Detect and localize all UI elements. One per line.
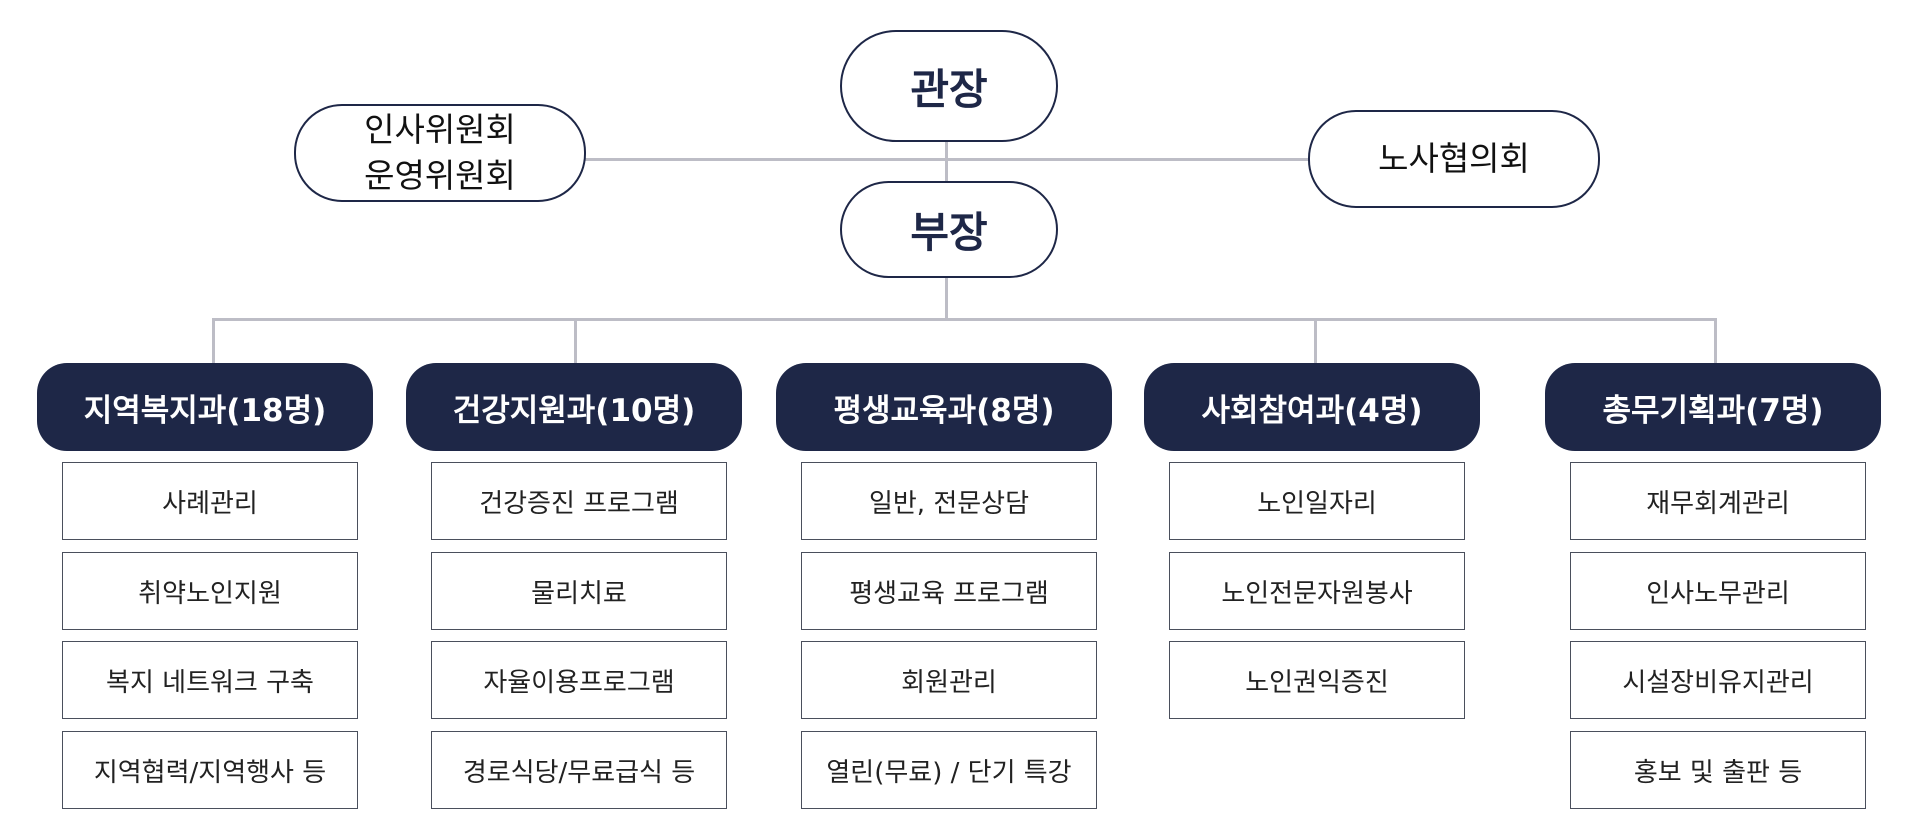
department-2: 건강지원과(10명): [406, 363, 742, 451]
task-box: 노인권익증진: [1169, 641, 1465, 719]
task-box: 일반, 전문상담: [801, 462, 1097, 540]
task-box: 취약노인지원: [62, 552, 358, 630]
department-label: 사회참여과(4명): [1201, 392, 1423, 429]
connector-departments: [212, 318, 1717, 321]
deputy-label: 부장: [910, 208, 988, 257]
task-box: 노인전문자원봉사: [1169, 552, 1465, 630]
task-label: 열린(무료) / 단기 특강: [826, 757, 1072, 788]
task-box: 열린(무료) / 단기 특강: [801, 731, 1097, 809]
task-label: 시설장비유지관리: [1622, 667, 1814, 698]
task-label: 노인전문자원봉사: [1221, 578, 1413, 609]
task-box: 경로식당/무료급식 등: [431, 731, 727, 809]
deputy-node: 부장: [840, 181, 1058, 278]
task-label: 일반, 전문상담: [868, 488, 1030, 519]
connector-dept-2: [574, 318, 577, 364]
task-label: 경로식당/무료급식 등: [462, 757, 696, 788]
director-label: 관장: [910, 64, 988, 114]
task-label: 물리치료: [531, 578, 627, 609]
right-committee-label: 노사협의회: [1378, 139, 1530, 178]
task-label: 취약노인지원: [138, 578, 282, 609]
task-box: 자율이용프로그램: [431, 641, 727, 719]
task-box: 노인일자리: [1169, 462, 1465, 540]
task-box: 복지 네트워크 구축: [62, 641, 358, 719]
task-label: 평생교육 프로그램: [849, 578, 1049, 609]
task-label: 인사노무관리: [1646, 578, 1790, 609]
left-committee-node: 인사위원회 운영위원회: [294, 104, 586, 202]
task-box: 회원관리: [801, 641, 1097, 719]
task-label: 건강증진 프로그램: [479, 488, 679, 519]
task-label: 회원관리: [901, 667, 997, 698]
task-box: 재무회계관리: [1570, 462, 1866, 540]
task-box: 지역협력/지역행사 등: [62, 731, 358, 809]
connector-dept-1: [212, 318, 215, 364]
task-label: 사례관리: [162, 488, 258, 519]
task-box: 물리치료: [431, 552, 727, 630]
task-box: 평생교육 프로그램: [801, 552, 1097, 630]
department-label: 건강지원과(10명): [452, 392, 696, 429]
director-node: 관장: [840, 30, 1058, 142]
left-committee-line2: 운영위원회: [364, 156, 516, 195]
department-label: 총무기획과(7명): [1602, 392, 1824, 429]
department-3: 평생교육과(8명): [776, 363, 1112, 451]
task-box: 시설장비유지관리: [1570, 641, 1866, 719]
connector-dept-4: [1314, 318, 1317, 364]
connector-dept-5: [1714, 318, 1717, 364]
connector-deputy-down: [945, 276, 948, 320]
task-label: 재무회계관리: [1646, 488, 1790, 519]
task-label: 노인권익증진: [1245, 667, 1389, 698]
task-box: 사례관리: [62, 462, 358, 540]
connector-director-deputy: [945, 140, 948, 184]
department-1: 지역복지과(18명): [37, 363, 373, 451]
task-label: 지역협력/지역행사 등: [93, 757, 327, 788]
task-box: 건강증진 프로그램: [431, 462, 727, 540]
task-box: 홍보 및 출판 등: [1570, 731, 1866, 809]
department-5: 총무기획과(7명): [1545, 363, 1881, 451]
department-4: 사회참여과(4명): [1144, 363, 1480, 451]
task-label: 홍보 및 출판 등: [1633, 757, 1803, 788]
department-label: 평생교육과(8명): [833, 392, 1055, 429]
right-committee-node: 노사협의회: [1308, 110, 1600, 208]
department-label: 지역복지과(18명): [83, 392, 327, 429]
task-label: 복지 네트워크 구축: [106, 667, 314, 698]
task-label: 노인일자리: [1257, 488, 1377, 519]
task-box: 인사노무관리: [1570, 552, 1866, 630]
left-committee-line1: 인사위원회: [364, 110, 516, 149]
task-label: 자율이용프로그램: [483, 667, 675, 698]
